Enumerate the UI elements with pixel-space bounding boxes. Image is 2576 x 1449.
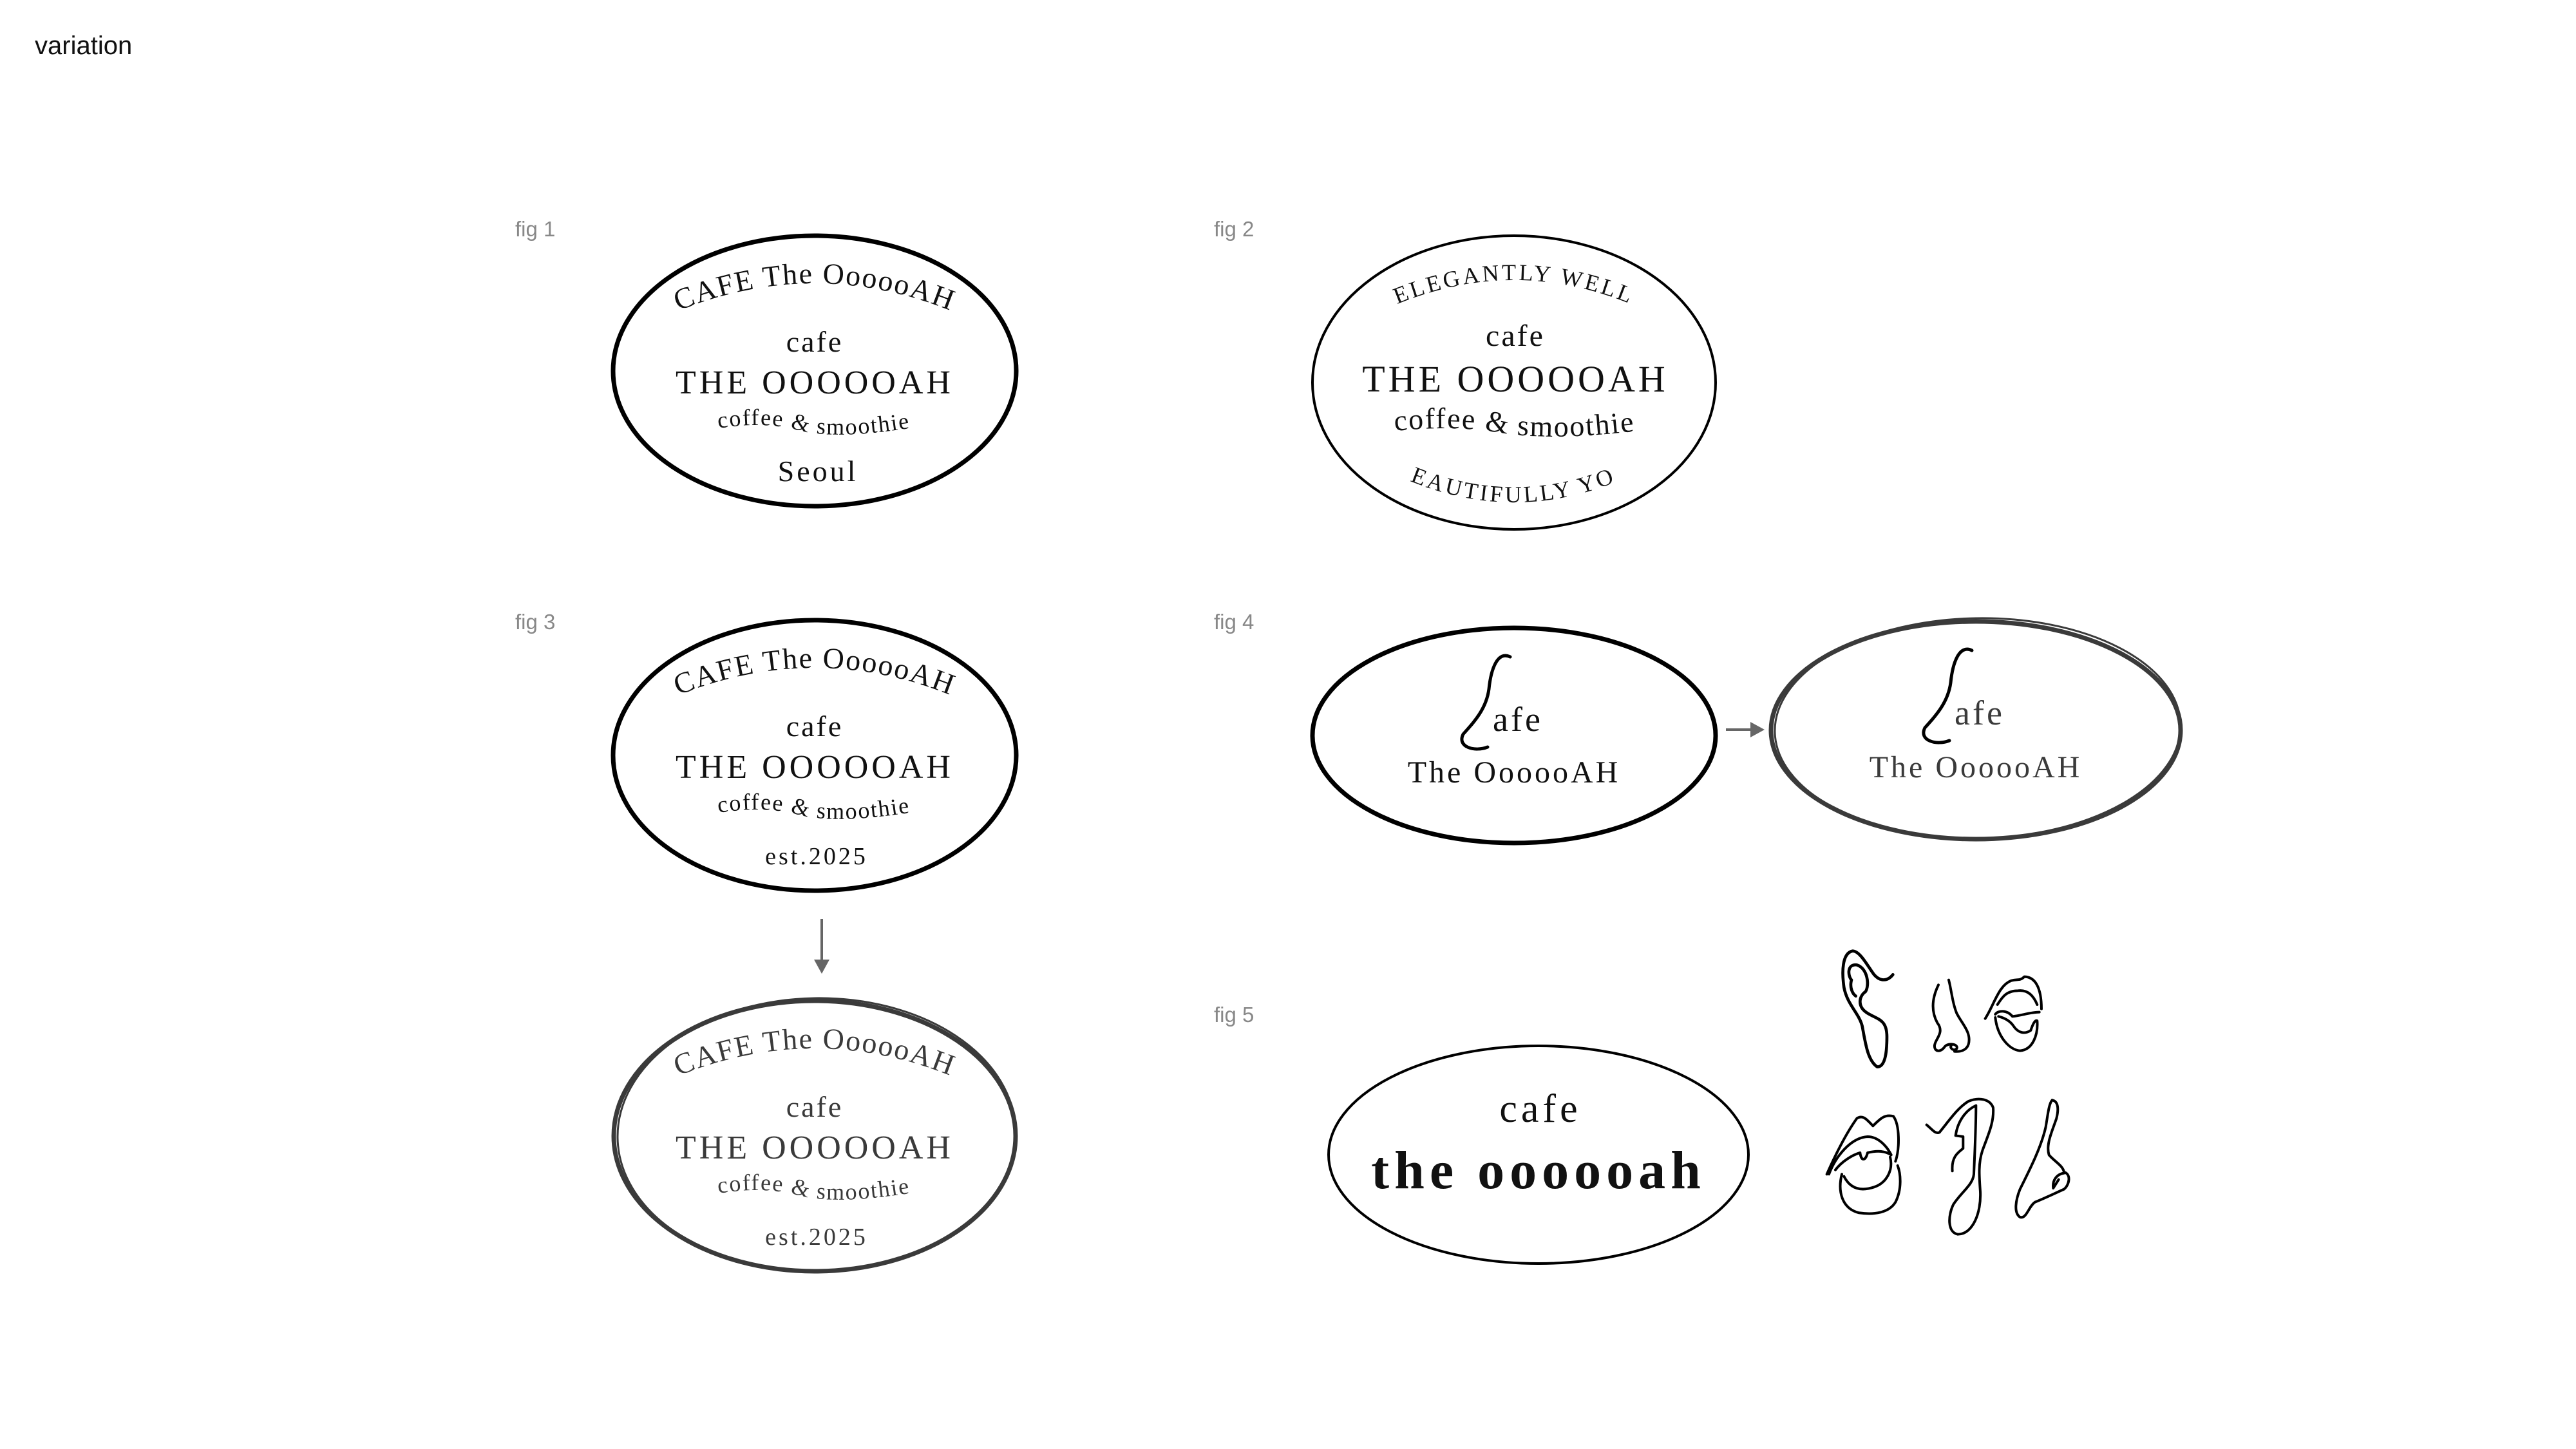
brand-name: THE OOOOOAH [676, 1130, 954, 1166]
badge-ellipse [611, 233, 1019, 509]
mouth-sketch-icon [1825, 1114, 1902, 1215]
cafe-text: afe [1493, 700, 1543, 739]
badge-ellipse [1311, 234, 1717, 531]
arrow-down [814, 919, 829, 974]
badge-ellipse [1327, 1045, 1750, 1265]
fig4-rough-logo: afe The OooooAH [1768, 617, 2183, 842]
ear-c-letter-icon [1460, 654, 1512, 751]
cafe-text: cafe [786, 1090, 844, 1123]
fig3-label: fig 3 [515, 610, 555, 634]
nose-sketch-icon [1931, 978, 1971, 1053]
ear-c-letter-icon [1922, 647, 1974, 744]
rough-badge-ellipse [1768, 617, 2183, 842]
face-sketches [1825, 949, 2070, 1236]
tagline: coffee & smoothie [1392, 402, 1636, 443]
tagline: coffee & smoothie [715, 1170, 912, 1205]
arrow-right [1726, 722, 1765, 737]
fig2-label: fig 2 [1214, 217, 1254, 241]
ear-sketch-icon [1841, 949, 1895, 1068]
established-text: est.2025 [765, 843, 868, 870]
arc-top-text: CAFE The OooooAH [669, 1022, 961, 1082]
cafe-text: cafe [1499, 1087, 1581, 1131]
cafe-text: cafe [1486, 319, 1545, 353]
fig5-logo: fig 5 cafe the oooooah [1214, 1003, 1750, 1265]
badge-ellipse [611, 618, 1019, 893]
arc-top-text: ELEGANTLY WELL [1390, 260, 1638, 309]
nose-sketch-icon [2014, 1099, 2070, 1219]
fig1-label: fig 1 [515, 217, 555, 241]
brand-name: THE OOOOOAH [676, 365, 954, 401]
fig3-rough-logo: CAFE The OooooAH cafe THE OOOOOAH coffee… [611, 997, 1018, 1274]
arc-top-text: CAFE The OooooAH [669, 641, 961, 701]
arc-top-text: CAFE The OooooAH [669, 257, 961, 317]
ear-sketch-icon [1925, 1097, 1995, 1236]
badge-ellipse [1310, 625, 1718, 846]
brand-name: the oooooah [1371, 1141, 1706, 1200]
tagline: coffee & smoothie [715, 404, 912, 440]
fig4-logo: fig 4 afe The OooooAH [1214, 610, 1718, 846]
cafe-text: cafe [786, 325, 844, 358]
fig5-label: fig 5 [1214, 1003, 1254, 1027]
established-text: est.2025 [765, 1224, 868, 1251]
city-text: Seoul [778, 455, 858, 488]
brand-name: The OooooAH [1870, 750, 2083, 784]
page-title: variation [35, 32, 132, 60]
cafe-text: afe [1955, 694, 2005, 732]
fig1-logo: fig 1 CAFE The OooooAH cafe THE OOOOOAH … [515, 217, 1019, 509]
brand-name: THE OOOOOAH [1362, 358, 1668, 400]
mouth-sketch-icon [1984, 975, 2043, 1052]
rough-badge-ellipse [611, 997, 1018, 1274]
fig4-label: fig 4 [1214, 610, 1254, 634]
brand-name: The OooooAH [1408, 755, 1621, 790]
fig3-logo: fig 3 CAFE The OooooAH cafe THE OOOOOAH … [515, 610, 1019, 893]
brand-name: THE OOOOOAH [676, 749, 954, 786]
cafe-text: cafe [786, 710, 844, 743]
tagline: coffee & smoothie [715, 789, 912, 824]
